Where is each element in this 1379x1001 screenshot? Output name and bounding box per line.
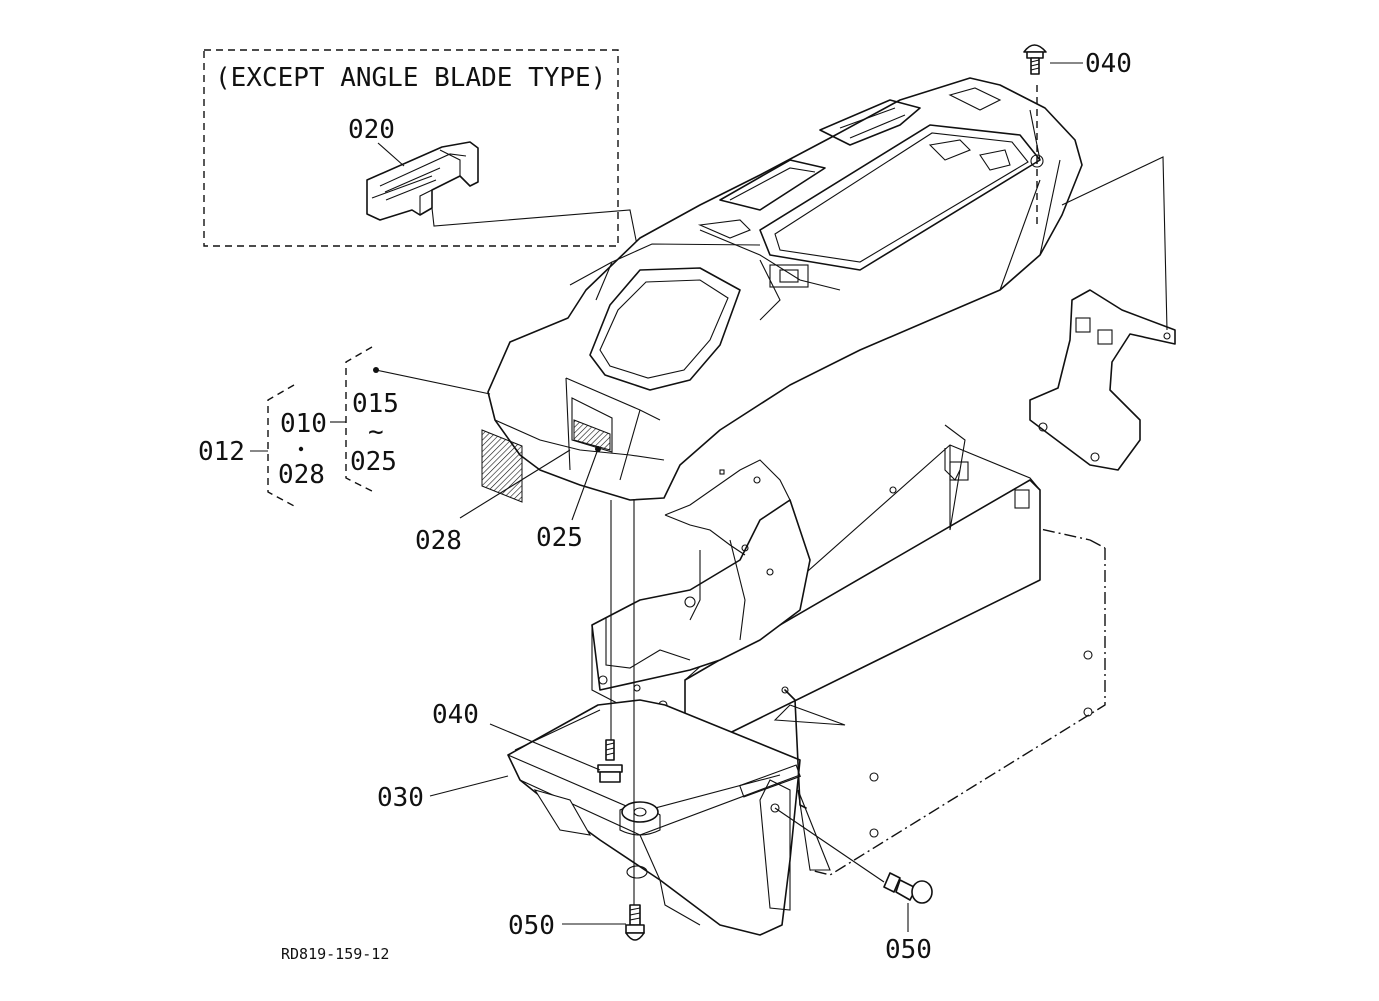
screw-050-right (883, 872, 933, 904)
drawing-code: RD819-159-12 (281, 945, 389, 963)
callout-030: 030 (377, 783, 424, 813)
callout-020: 020 (348, 115, 395, 145)
callout-028: 028 (415, 526, 462, 556)
inset-caption: (EXCEPT ANGLE BLADE TYPE) (215, 63, 606, 93)
callout-025-range: 025 (350, 447, 397, 477)
bracket-right (1029, 156, 1176, 471)
callout-015-separator: ~ (368, 417, 384, 447)
lower-cover-030 (507, 699, 831, 936)
callout-010: 010 (280, 409, 327, 439)
part-020 (366, 141, 479, 221)
inset-box: (EXCEPT ANGLE BLADE TYPE) 020 (203, 49, 643, 271)
screw-050-bottom (625, 904, 645, 941)
callout-050-bottom: 050 (508, 911, 555, 941)
callout-012: 012 (198, 437, 245, 467)
callout-015: 015 (352, 389, 399, 419)
callout-025: 025 (536, 523, 583, 553)
screw-040-top (1023, 44, 1047, 75)
rod (773, 689, 846, 809)
screw-040-left (597, 739, 623, 783)
callout-010-028: 028 (278, 460, 325, 490)
callout-040-top: 040 (1085, 49, 1132, 79)
callout-group-012: 012 010 028 015 ~ 025 (198, 346, 491, 508)
console-cover (481, 77, 1083, 503)
callout-050-right: 050 (885, 935, 932, 965)
callout-040-left: 040 (432, 700, 479, 730)
